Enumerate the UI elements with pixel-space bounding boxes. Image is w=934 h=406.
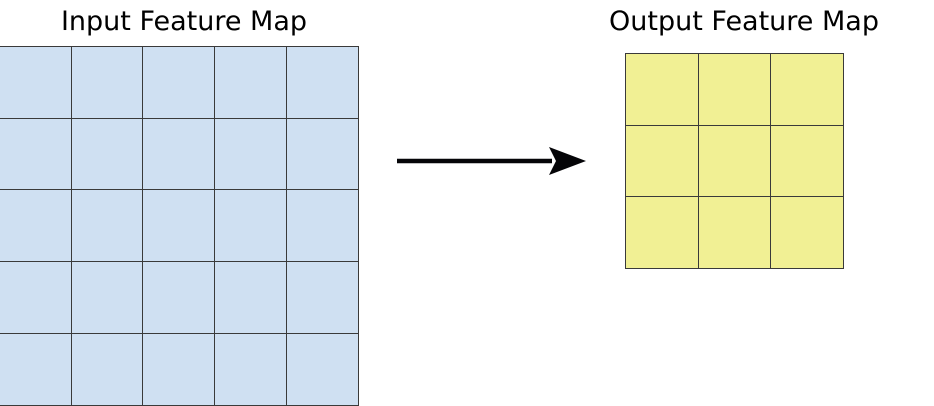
input-cell — [142, 189, 216, 263]
output-cell — [697, 124, 772, 198]
input-cell — [214, 189, 288, 263]
input-cell — [70, 117, 144, 191]
input-cell — [142, 46, 216, 120]
output-cell — [625, 124, 700, 198]
input-cell — [285, 46, 359, 120]
input-cell — [214, 261, 288, 335]
input-cell — [214, 332, 288, 406]
output-cell — [697, 53, 772, 127]
input-cell — [0, 261, 73, 335]
output-cell — [697, 195, 772, 269]
output-cell — [769, 124, 844, 198]
output-cell — [769, 53, 844, 127]
input-feature-map-title: Input Feature Map — [60, 6, 308, 37]
output-cell — [769, 195, 844, 269]
input-cell — [142, 332, 216, 406]
input-cell — [285, 189, 359, 263]
input-cell — [0, 189, 73, 263]
input-cell — [70, 261, 144, 335]
input-cell — [70, 189, 144, 263]
input-cell — [0, 332, 73, 406]
input-cell — [142, 117, 216, 191]
input-cell — [70, 46, 144, 120]
input-feature-map-grid — [0, 46, 359, 406]
input-cell — [214, 117, 288, 191]
input-cell — [0, 117, 73, 191]
input-cell — [0, 46, 73, 120]
output-cell — [625, 195, 700, 269]
input-cell — [142, 261, 216, 335]
output-feature-map-grid — [625, 53, 844, 269]
input-cell — [285, 261, 359, 335]
input-cell — [214, 46, 288, 120]
input-cell — [70, 332, 144, 406]
output-feature-map-title: Output Feature Map — [609, 6, 879, 37]
input-cell — [285, 332, 359, 406]
transformation-arrow-icon — [397, 147, 586, 175]
output-cell — [625, 53, 700, 127]
input-cell — [285, 117, 359, 191]
